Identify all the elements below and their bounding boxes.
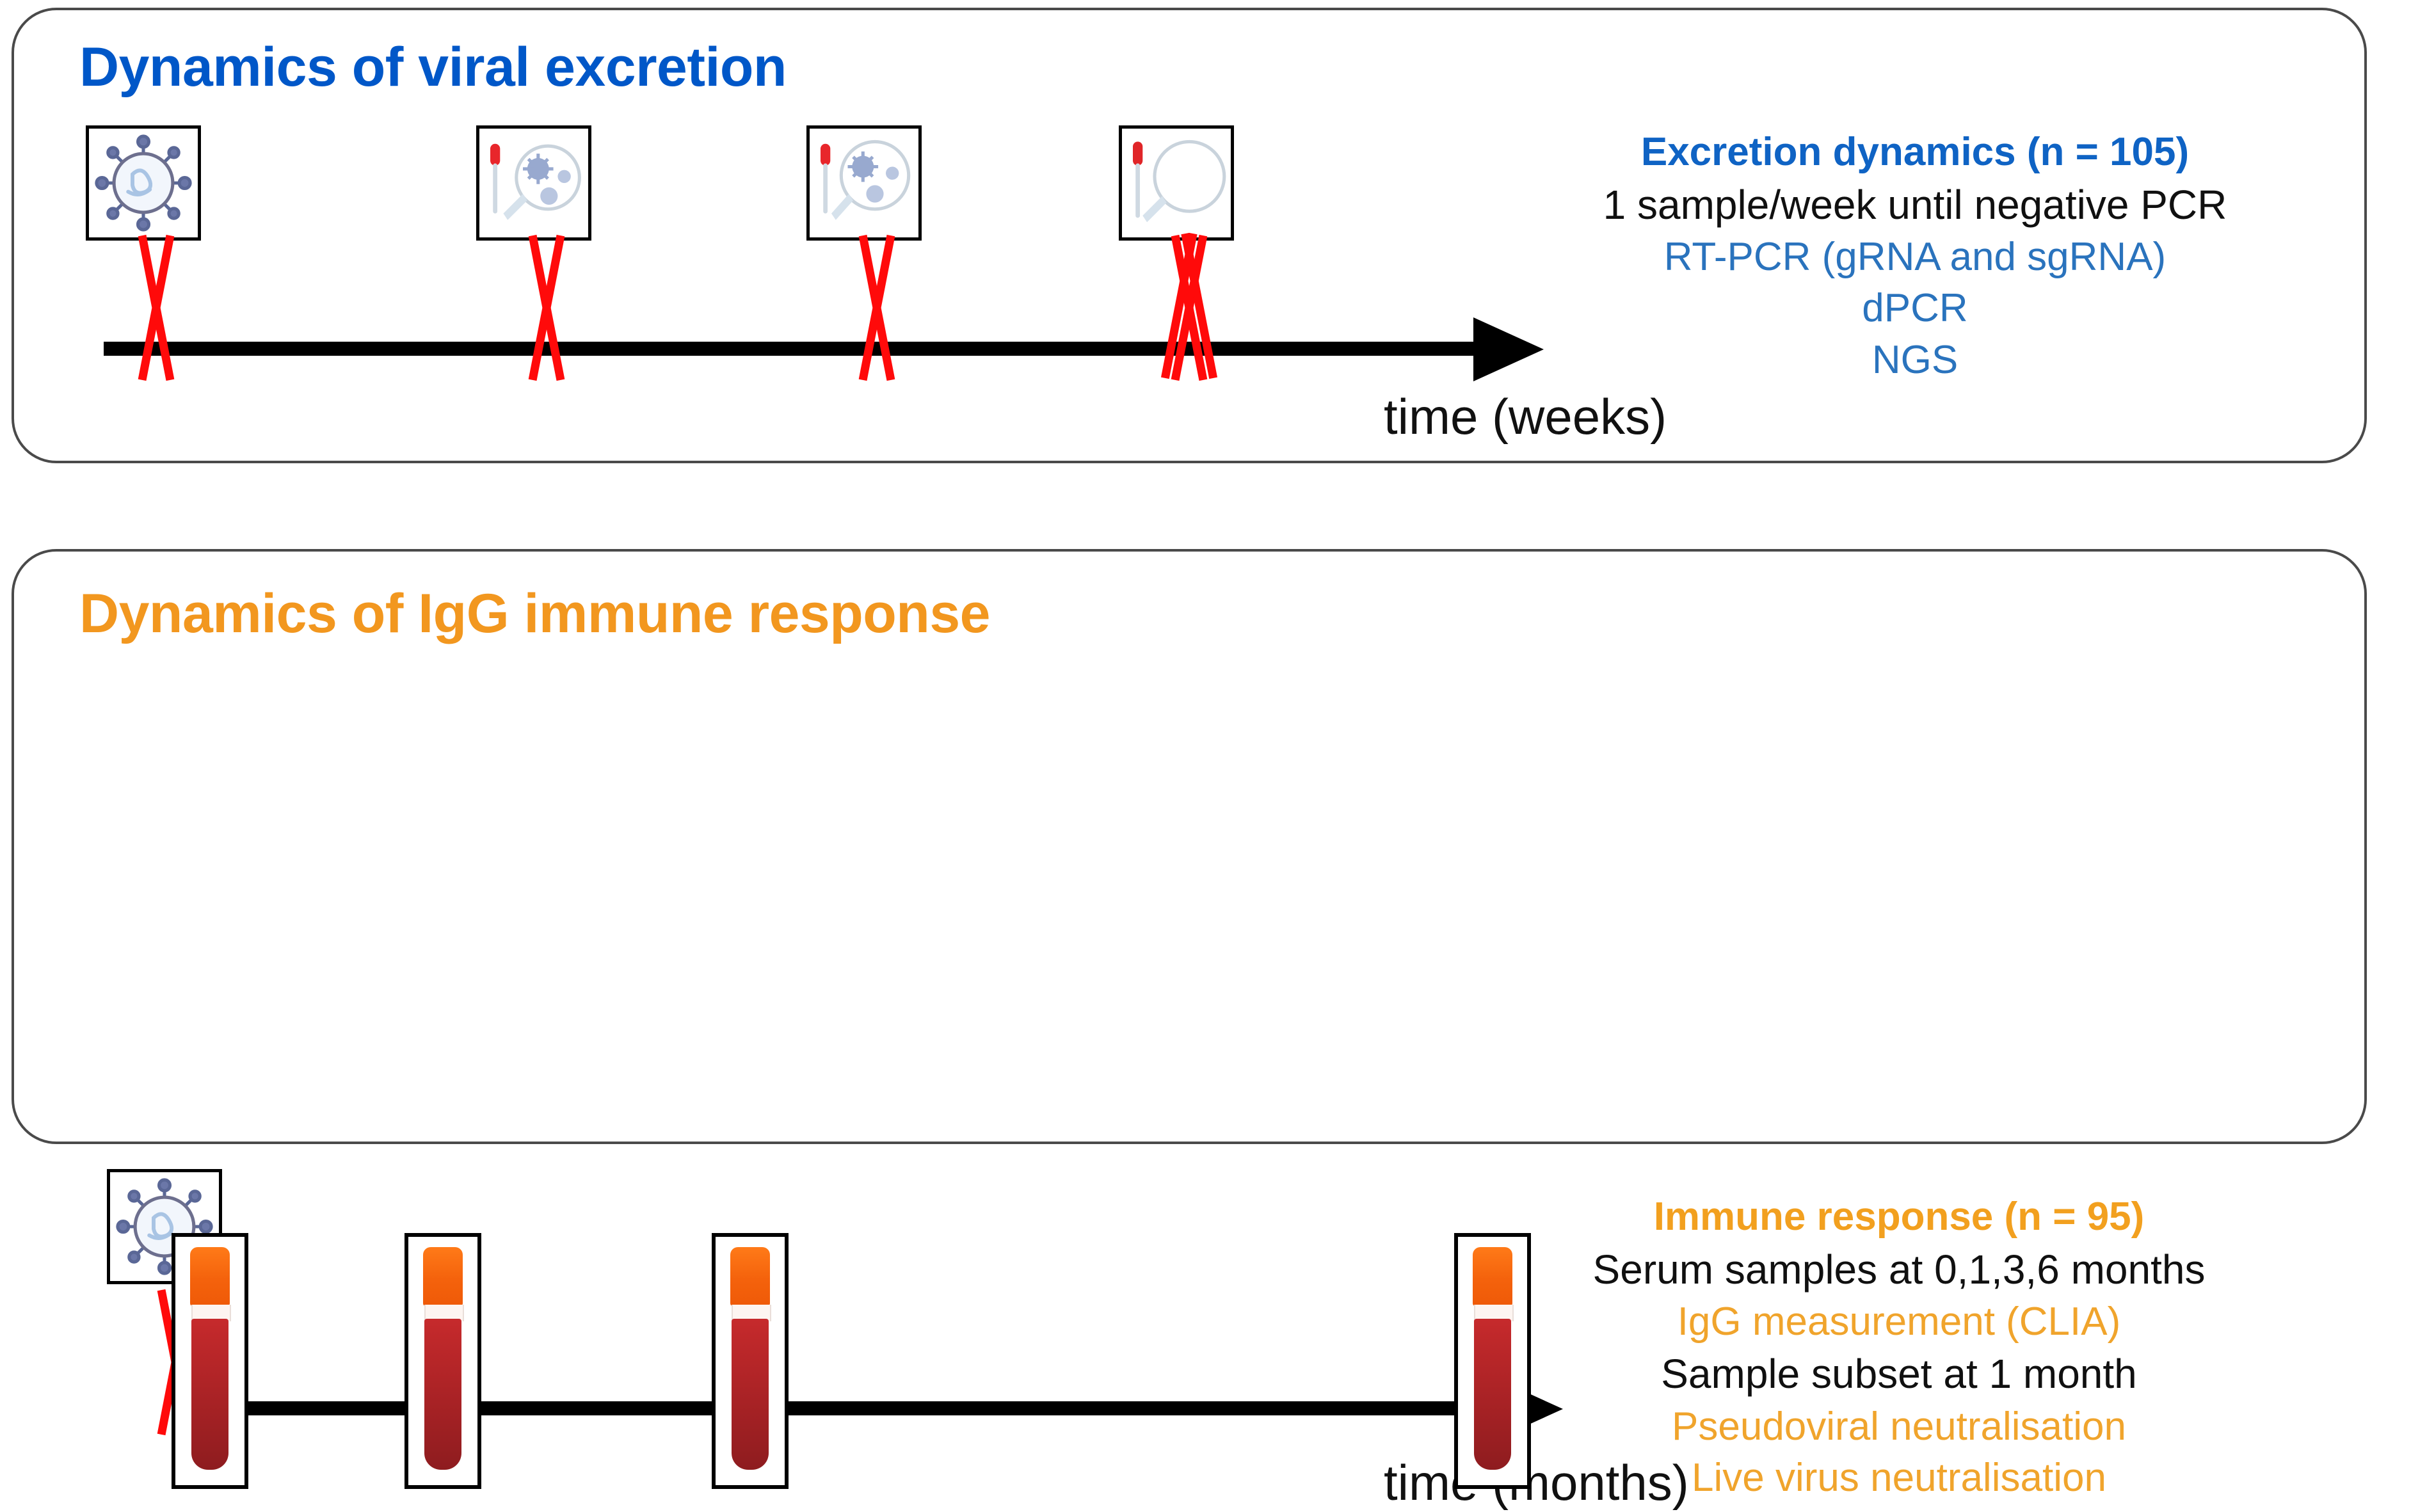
info-heading-immune: Immune response (n = 95) [1653, 1195, 2145, 1239]
timepoint-card-month-3 [712, 1233, 789, 1489]
panel-viral-excretion: Dynamics of viral excretion [12, 8, 2367, 463]
info-block-immune: Immune response (n = 95) Serum samples a… [1441, 1191, 2357, 1504]
coronavirus-icon [89, 129, 198, 237]
timeline-weeks: time (weeks) [86, 125, 1667, 445]
tube-cap [1473, 1247, 1512, 1306]
blood-tube-icon [423, 1247, 464, 1471]
info-heading-excretion: Excretion dynamics (n = 105) [1640, 130, 2190, 174]
tube-blood [732, 1319, 769, 1470]
tube-cap [423, 1247, 463, 1306]
timepoint-card-month-1 [405, 1233, 481, 1489]
tube-cap [730, 1247, 770, 1306]
info-line-sampling: 1 sample/week until negative PCR [1603, 181, 2227, 228]
timeline-arrow-head-icon [1473, 317, 1544, 381]
red-x-marker-2 [856, 234, 897, 381]
timeline-axis-line [104, 342, 1480, 356]
swab-negative-icon [1122, 129, 1231, 237]
blood-tube-icon [190, 1247, 231, 1471]
info-line-sample-subset: Sample subset at 1 month [1661, 1351, 2137, 1397]
info-line-pseudoviral: Pseudoviral neutralisation [1672, 1404, 2126, 1449]
info-line-serum-samples: Serum samples at 0,1,3,6 months [1592, 1246, 2206, 1293]
info-line-live-virus: Live virus neutralisation [1692, 1456, 2106, 1500]
panel-title-viral-excretion: Dynamics of viral excretion [79, 36, 787, 98]
timepoint-card-3 [1119, 125, 1234, 241]
tube-blood [191, 1319, 228, 1470]
blood-tube-icon [730, 1247, 771, 1471]
info-line-igg-measurement: IgG measurement (CLIA) [1677, 1299, 2121, 1344]
panel-igg-immune-response: Dynamics of IgG immune response [12, 549, 2367, 1511]
timepoint-card-2 [806, 125, 922, 241]
timepoint-card-month-0 [172, 1233, 248, 1489]
timepoint-card-month-6 [1454, 1233, 1531, 1489]
red-double-x-marker-3 [1169, 234, 1210, 381]
info-line-dpcr: dPCR [1862, 286, 1968, 331]
panel-title-igg-immune-response: Dynamics of IgG immune response [79, 583, 990, 644]
info-block-excretion: Excretion dynamics (n = 105) 1 sample/we… [1486, 127, 2344, 386]
info-line-ngs: NGS [1871, 337, 1958, 382]
swab-positive-icon [810, 129, 918, 237]
blood-tube-icon [1473, 1247, 1514, 1471]
red-x-marker-1 [526, 234, 567, 381]
swab-positive-icon [479, 129, 588, 237]
tube-blood [1474, 1319, 1511, 1470]
timeline-months: time (months) [107, 1169, 1689, 1511]
timeline-axis-label-weeks: time (weeks) [1384, 388, 1667, 445]
tube-cap [190, 1247, 230, 1306]
timeline-axis-line [206, 1401, 1499, 1415]
red-x-marker-0 [136, 234, 177, 381]
timepoint-card-0 [86, 125, 201, 241]
timepoint-card-1 [476, 125, 591, 241]
info-line-rtpcr: RT-PCR (gRNA and sgRNA) [1663, 234, 2167, 279]
tube-blood [424, 1319, 461, 1470]
